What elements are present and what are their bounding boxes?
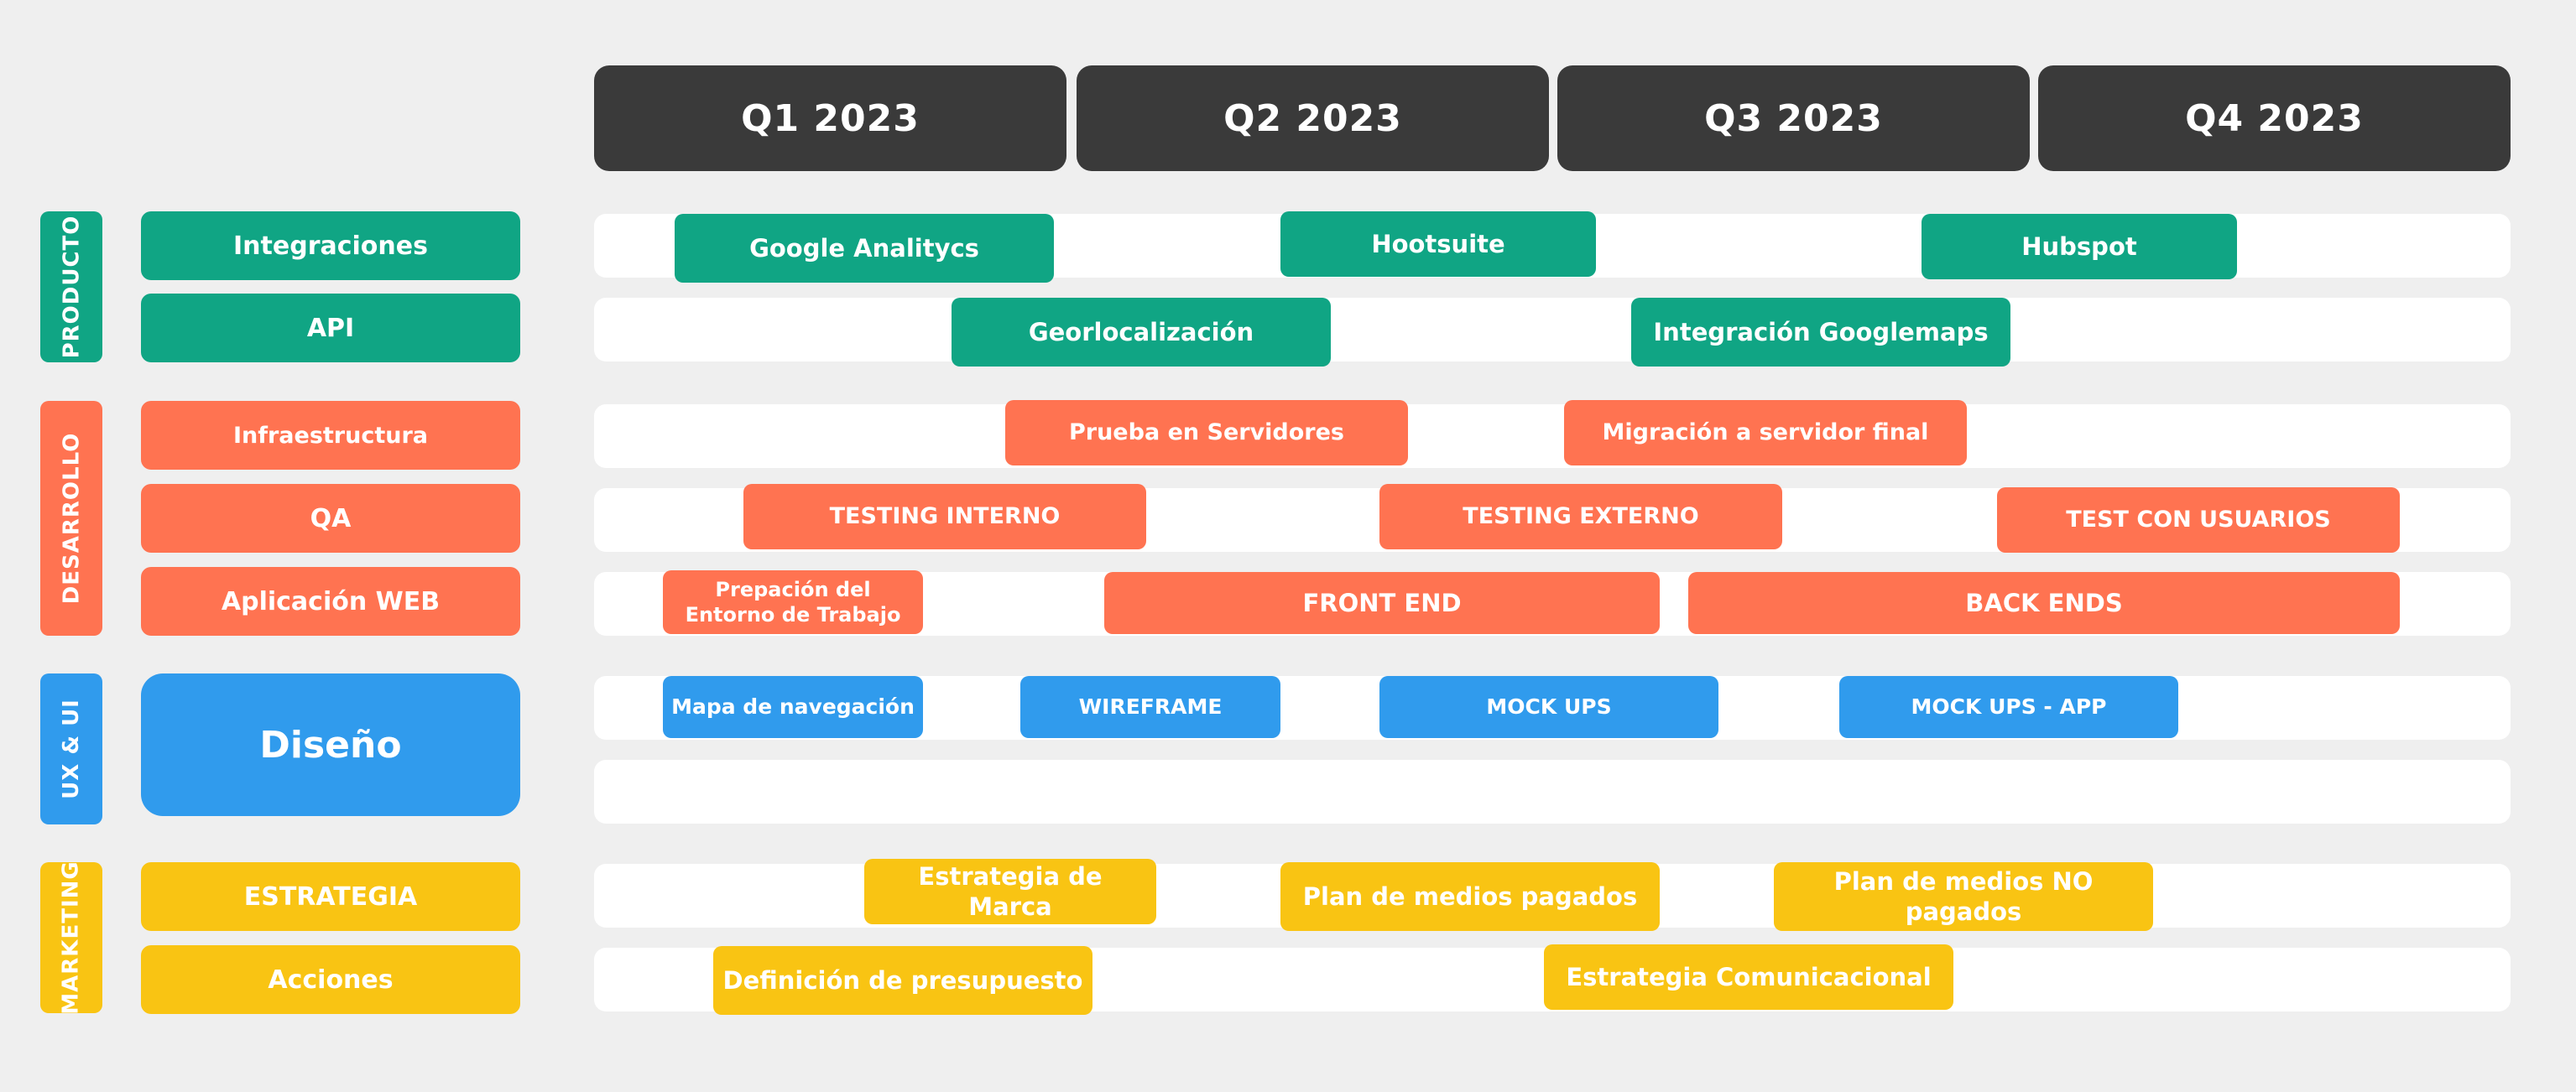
task-plan-medios-pagados[interactable]: Plan de medios pagados	[1280, 862, 1660, 931]
track-infraestructura	[594, 404, 2511, 468]
task-google-analitycs[interactable]: Google Analitycs	[675, 214, 1054, 283]
task-testing-externo[interactable]: TESTING EXTERNO	[1379, 484, 1782, 549]
task-wireframe[interactable]: WIREFRAME	[1020, 676, 1280, 738]
task-mock-ups[interactable]: MOCK UPS	[1379, 676, 1718, 738]
track-api	[594, 298, 2511, 361]
row-label-qa: QA	[141, 484, 520, 553]
group-tab-desarrollo: DESARROLLO	[40, 401, 102, 636]
group-label-producto: PRODUCTO	[59, 215, 85, 359]
task-estrategia-comunicacional[interactable]: Estrategia Comunicacional	[1544, 944, 1953, 1010]
group-tab-marketing: MARKETING	[40, 861, 102, 1015]
track-diseno-2	[594, 760, 2511, 824]
row-label-integraciones: Integraciones	[141, 211, 520, 280]
task-mock-ups-app[interactable]: MOCK UPS - APP	[1839, 676, 2178, 738]
task-front-end[interactable]: FRONT END	[1104, 572, 1660, 634]
group-label-ux-ui: UX & UI	[59, 699, 85, 799]
row-label-api: API	[141, 294, 520, 362]
task-preparacion-entorno[interactable]: Prepación del Entorno de Trabajo	[663, 570, 923, 634]
task-mapa-navegacion[interactable]: Mapa de navegación	[663, 676, 923, 738]
quarter-header-q2: Q2 2023	[1077, 65, 1549, 171]
row-label-acciones: Acciones	[141, 945, 520, 1014]
task-back-ends[interactable]: BACK ENDS	[1688, 572, 2400, 634]
quarter-header-q4: Q4 2023	[2038, 65, 2511, 171]
task-integracion-googlemaps[interactable]: Integración Googlemaps	[1631, 298, 2010, 367]
task-migracion-servidor[interactable]: Migración a servidor final	[1564, 400, 1967, 465]
group-tab-producto: PRODUCTO	[40, 211, 102, 362]
row-label-estrategia: ESTRATEGIA	[141, 862, 520, 931]
task-georlocalizacion[interactable]: Georlocalización	[952, 298, 1331, 367]
task-prueba-servidores[interactable]: Prueba en Servidores	[1005, 400, 1408, 465]
task-hubspot[interactable]: Hubspot	[1922, 214, 2237, 279]
task-plan-medios-no-pagados[interactable]: Plan de medios NO pagados	[1774, 862, 2153, 931]
group-tab-ux-ui: UX & UI	[40, 673, 102, 824]
task-hootsuite[interactable]: Hootsuite	[1280, 211, 1596, 277]
row-label-infraestructura: Infraestructura	[141, 401, 520, 470]
task-test-con-usuarios[interactable]: TEST CON USUARIOS	[1997, 487, 2400, 553]
group-label-desarrollo: DESARROLLO	[59, 432, 84, 605]
row-label-diseno: Diseño	[141, 673, 520, 816]
quarter-header-q3: Q3 2023	[1557, 65, 2030, 171]
task-testing-interno[interactable]: TESTING INTERNO	[743, 484, 1146, 549]
task-definicion-presupuesto[interactable]: Definición de presupuesto	[713, 946, 1092, 1015]
task-estrategia-marca[interactable]: Estrategia de Marca	[864, 859, 1156, 924]
row-label-aplicacion-web: Aplicación WEB	[141, 567, 520, 636]
quarter-header-q1: Q1 2023	[594, 65, 1066, 171]
group-label-marketing: MARKETING	[59, 861, 84, 1015]
